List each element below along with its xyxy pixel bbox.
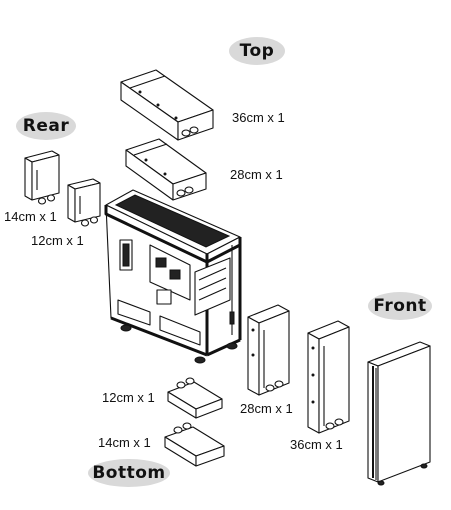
bottom-14cm-radiator — [164, 422, 225, 467]
label-rear-12cm: 12cm x 1 — [31, 233, 84, 248]
front-panel — [367, 341, 431, 486]
label-bottom-14cm: 14cm x 1 — [98, 435, 151, 450]
rear-12cm-radiator — [67, 178, 101, 227]
label-rear-14cm: 14cm x 1 — [4, 209, 57, 224]
label-bottom-12cm: 12cm x 1 — [102, 390, 155, 405]
top-36cm-radiator — [120, 69, 214, 141]
section-label-top: Top — [229, 37, 285, 65]
label-top-36cm: 36cm x 1 — [232, 110, 285, 125]
top-28cm-radiator — [125, 138, 207, 201]
section-label-rear: Rear — [16, 112, 76, 140]
case-top-vent — [114, 194, 231, 248]
pc-case-chassis — [104, 189, 242, 364]
section-label-bottom: Bottom — [88, 459, 170, 487]
section-label-front: Front — [368, 292, 432, 320]
rear-14cm-radiator — [24, 150, 60, 205]
label-top-28cm: 28cm x 1 — [230, 167, 283, 182]
front-36cm-radiator — [307, 320, 350, 434]
front-28cm-radiator — [247, 304, 290, 396]
label-front-36cm: 36cm x 1 — [290, 437, 343, 452]
label-front-28cm: 28cm x 1 — [240, 401, 293, 416]
bottom-12cm-radiator — [167, 377, 223, 419]
